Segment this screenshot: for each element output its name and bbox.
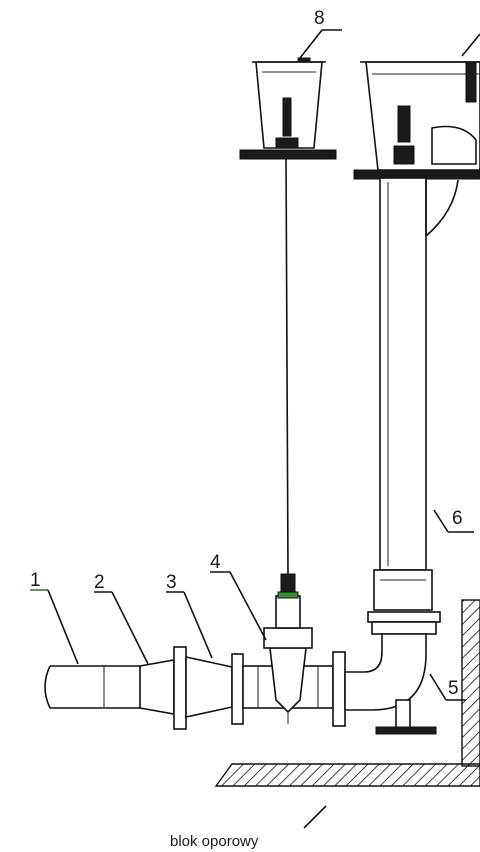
flange-adapter [139, 646, 187, 730]
label-4: 4 [210, 552, 221, 573]
thrust-block-caption: blok oporowy [170, 833, 259, 850]
label-8: 8 [314, 8, 325, 29]
hydrant-column [367, 177, 459, 635]
label-5: 5 [448, 678, 459, 699]
reducer [185, 653, 244, 725]
valve-surface-box [239, 57, 337, 160]
label-2: 2 [94, 572, 105, 593]
extension-spindle [285, 153, 289, 575]
label-3: 3 [166, 572, 177, 593]
label-1: 1 [30, 570, 41, 591]
leader-lines [30, 29, 480, 829]
main-pipe [44, 665, 140, 709]
duckfoot-bend [344, 633, 437, 735]
hydrant-surface-box [353, 61, 480, 180]
label-6: 6 [452, 508, 463, 529]
thrust-block [214, 599, 480, 787]
gate-valve [242, 573, 346, 727]
